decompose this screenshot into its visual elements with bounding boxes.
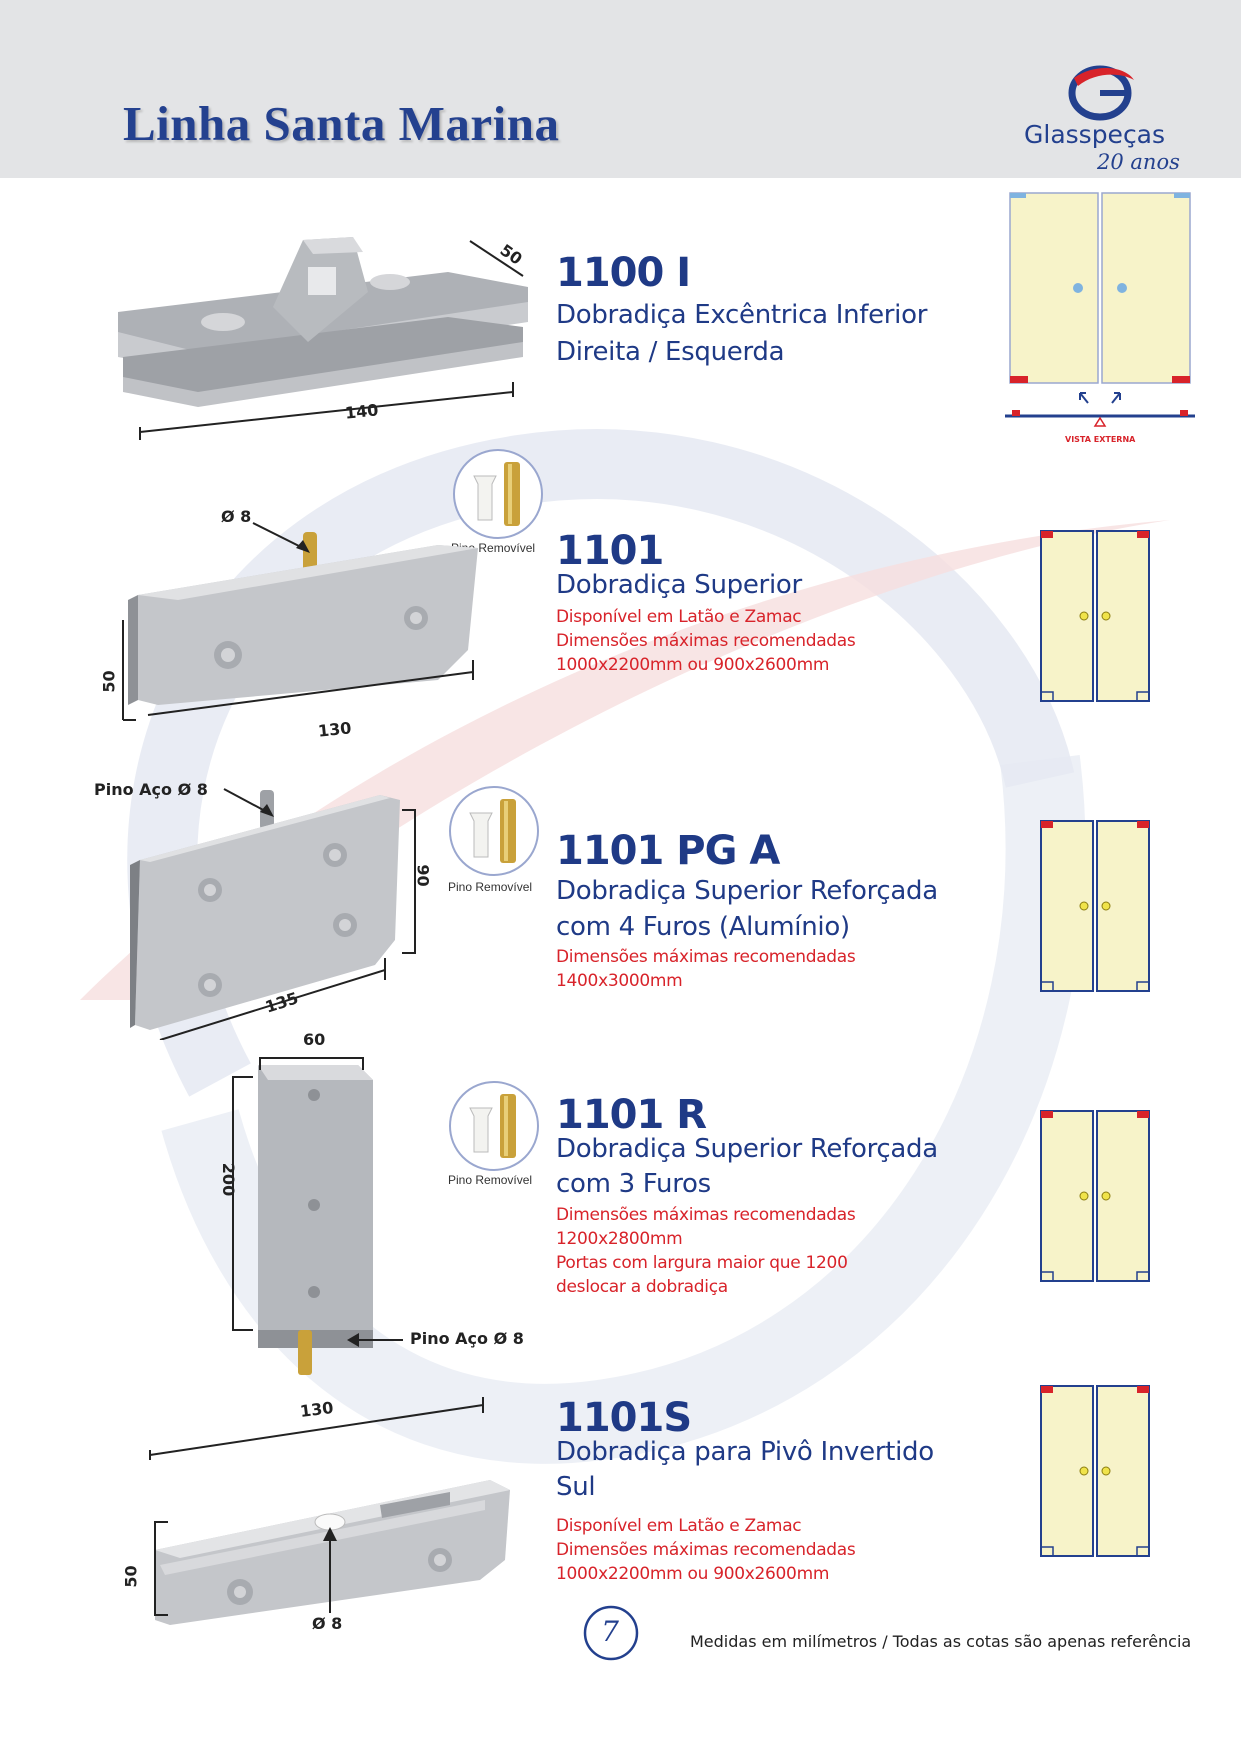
logo-brand: Glasspeças xyxy=(1024,120,1166,149)
product-code-1101r: 1101 R xyxy=(556,1092,707,1138)
product-code-1100i: 1100 I xyxy=(556,250,691,296)
product-code-1101: 1101 xyxy=(556,528,664,574)
hinge-1101pga-image xyxy=(130,790,400,1040)
product-desc-line-2: com 3 Furos xyxy=(556,1169,711,1199)
dim-height: 50 xyxy=(121,1565,141,1588)
dim-height: 90 xyxy=(413,864,433,887)
product-code-1101pga: 1101 PG A xyxy=(556,828,780,874)
dim-pino-aco: Pino Aço Ø 8 xyxy=(94,780,208,799)
hinge-1100i-image xyxy=(118,237,528,440)
product-note-line-3: 1000x2200mm ou 900x2600mm xyxy=(556,1564,830,1584)
header-band xyxy=(0,0,1241,178)
product-note-line-3: 1000x2200mm ou 900x2600mm xyxy=(556,655,830,675)
product-note-line-4: deslocar a dobradiça xyxy=(556,1277,728,1297)
product-note-line-1: Disponível em Latão e Zamac xyxy=(556,607,802,627)
product-desc-line-2: Sul xyxy=(556,1472,596,1502)
dim-length: 130 xyxy=(317,718,353,741)
dim-pin-diameter: Ø 8 xyxy=(312,1614,343,1633)
hinge-1101-image xyxy=(122,532,478,721)
dim-line-130b xyxy=(149,1397,484,1460)
dim-height: 200 xyxy=(219,1162,239,1197)
product-desc-line-2: com 4 Furos (Alumínio) xyxy=(556,912,850,942)
dim-height: 50 xyxy=(99,670,119,693)
pin-removable-label-2: Pino Removível xyxy=(448,880,533,894)
diagram-label-vista-externa: VISTA EXTERNA xyxy=(1065,435,1136,444)
arrow-dim-o8b xyxy=(323,1527,337,1613)
product-desc-line-2: Direita / Esquerda xyxy=(556,337,785,367)
product-note-line-1: Disponível em Latão e Zamac xyxy=(556,1516,802,1536)
page-number-circle-icon xyxy=(583,1605,639,1661)
product-note-line-2: Dimensões máximas recomendadas xyxy=(556,1540,856,1560)
footer-note: Medidas em milímetros / Todas as cotas s… xyxy=(690,1632,1192,1651)
dim-pin-diameter: Ø 8 xyxy=(221,507,252,526)
product-note-line-1: Dimensões máximas recomendadas xyxy=(556,1205,856,1225)
dim-line-50b xyxy=(154,1521,168,1616)
product-note-line-2: Dimensões máximas recomendadas xyxy=(556,631,856,651)
door-diagram-1101pga xyxy=(1040,820,1150,992)
dimension-lines-1100i xyxy=(469,240,524,277)
logo-years: 20 anos xyxy=(1097,150,1180,174)
dim-length: 130 xyxy=(298,1398,335,1421)
product-note-line-2: 1200x2800mm xyxy=(556,1229,683,1249)
dim-line-60 xyxy=(259,1057,364,1070)
dim-length: 140 xyxy=(344,400,380,423)
arrow-dim-o8 xyxy=(252,522,310,553)
product-note-line-2: 1400x3000mm xyxy=(556,971,683,991)
pin-removable-icon-2 xyxy=(449,786,539,876)
glasspecas-logo-icon xyxy=(1068,65,1134,121)
dim-width: 60 xyxy=(303,1030,326,1049)
arrow-pino-aco-2 xyxy=(347,1333,403,1347)
page-number: 7 xyxy=(601,1615,619,1648)
pin-removable-icon-3 xyxy=(449,1081,539,1171)
dim-line-90 xyxy=(402,809,416,954)
product-note-line-1: Dimensões máximas recomendadas xyxy=(556,947,856,967)
hinge-1101s-image xyxy=(155,1480,510,1625)
product-note-line-3: Portas com largura maior que 1200 xyxy=(556,1253,848,1273)
pin-removable-label-3: Pino Removível xyxy=(448,1173,533,1187)
pin-removable-icon-1 xyxy=(453,449,543,539)
product-desc-line-1: Dobradiça Excêntrica Inferior xyxy=(556,300,928,330)
door-diagram-1100i xyxy=(1005,192,1195,427)
product-desc-line-1: Dobradiça Superior Reforçada xyxy=(556,1134,938,1164)
arrow-pino-aco-1 xyxy=(223,788,274,817)
product-desc-line-1: Dobradiça para Pivô Invertido xyxy=(556,1437,934,1467)
door-diagram-1101s xyxy=(1040,1385,1150,1557)
door-diagram-1101 xyxy=(1040,530,1150,702)
product-desc-line-1: Dobradiça Superior xyxy=(556,570,802,600)
page-title: Linha Santa Marina xyxy=(123,96,560,151)
product-code-1101s: 1101S xyxy=(556,1395,692,1441)
product-desc-line-1: Dobradiça Superior Reforçada xyxy=(556,876,938,906)
hinge-1101r-image xyxy=(258,1065,373,1375)
dim-pino-aco: Pino Aço Ø 8 xyxy=(410,1329,524,1348)
door-diagram-1101r xyxy=(1040,1110,1150,1282)
dim-line-200 xyxy=(232,1076,253,1331)
